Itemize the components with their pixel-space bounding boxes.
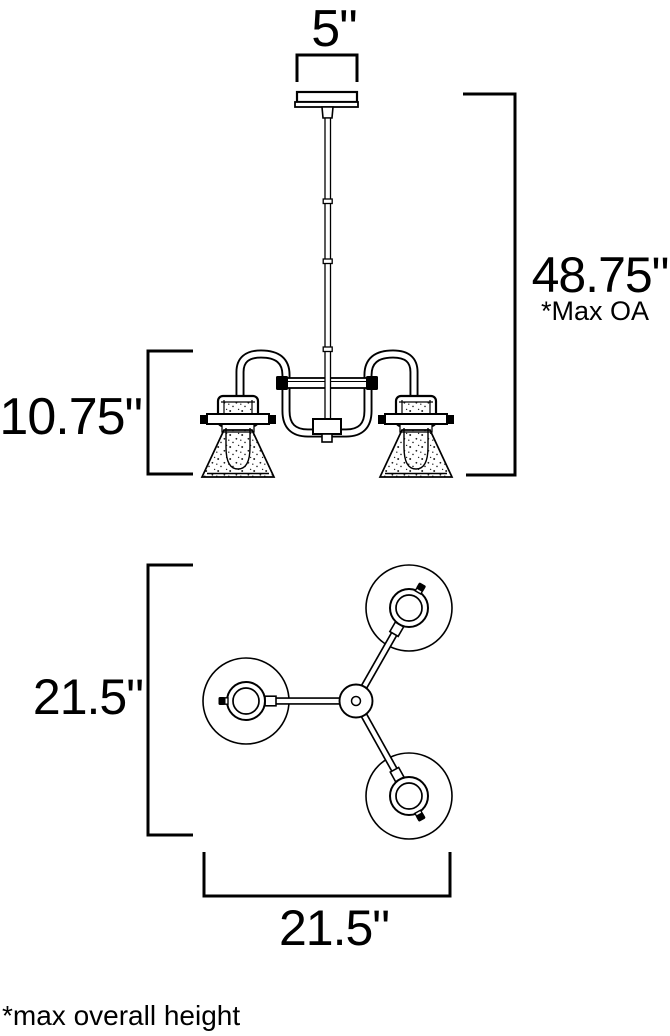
band-screw: [200, 415, 208, 424]
plan-height-dimension: 21.5": [33, 563, 193, 837]
center-hub-block: [312, 418, 342, 435]
canopy-width-label: 5": [311, 0, 356, 58]
overall-height-label: 48.75": [532, 247, 669, 303]
canopy-plate: [295, 90, 359, 104]
fixture-height-dimension: 10.75": [0, 349, 193, 476]
overall-height-dimension: 48.75" *Max OA: [463, 92, 669, 477]
plan-socket-left: [218, 681, 266, 721]
cone-shade: [378, 429, 454, 478]
left-arm: [235, 349, 330, 438]
fixture-height-label: 10.75": [0, 388, 142, 446]
canopy: [294, 90, 359, 119]
plan-width-dimension: 21.5": [202, 852, 452, 956]
bulb: [403, 428, 429, 470]
overall-height-note: *Max OA: [541, 296, 649, 326]
right-bar-clamp: [366, 376, 378, 390]
top-view: 21.5" 21.5": [33, 563, 453, 956]
canopy-width-bracket: [295, 53, 359, 82]
overall-height-bracket: [463, 92, 517, 477]
left-bar-clamp: [276, 376, 288, 390]
band-screw: [446, 415, 454, 424]
plan-center-hub: [338, 683, 374, 719]
center-finial: [321, 433, 333, 443]
plan-height-label: 21.5": [33, 669, 143, 725]
rod-coupling: [322, 346, 333, 353]
band-screw: [378, 415, 386, 424]
rod-coupling: [322, 198, 333, 205]
canopy-width-dimension: 5": [295, 0, 359, 82]
down-rod: [324, 117, 332, 421]
right-arm: [324, 349, 419, 438]
left-lamp: [200, 394, 276, 478]
socket-band: [384, 413, 448, 425]
arm-sleeve: [264, 695, 277, 707]
cone-shade: [200, 429, 276, 478]
plan-height-bracket: [146, 563, 193, 837]
footnote: *max overall height: [2, 1000, 240, 1031]
fixture-height-bracket: [146, 349, 193, 476]
socket-screw: [416, 582, 426, 592]
socket-band: [206, 413, 270, 425]
socket-screw: [218, 697, 225, 705]
bulb: [225, 428, 251, 470]
band-screw: [268, 415, 276, 424]
plan-socket-upper: [389, 582, 429, 628]
hub-hole: [350, 695, 362, 707]
plan-width-label: 21.5": [279, 900, 389, 956]
socket-screw: [416, 812, 426, 822]
plan-width-bracket: [202, 852, 452, 898]
fixture-body: [235, 117, 419, 443]
right-lamp: [378, 394, 454, 478]
plan-socket-lower: [389, 776, 429, 822]
rod-coupling: [322, 258, 333, 265]
canopy-collar: [321, 106, 334, 119]
front-view: 5" 48.75" *Max OA 10.75": [0, 0, 669, 478]
